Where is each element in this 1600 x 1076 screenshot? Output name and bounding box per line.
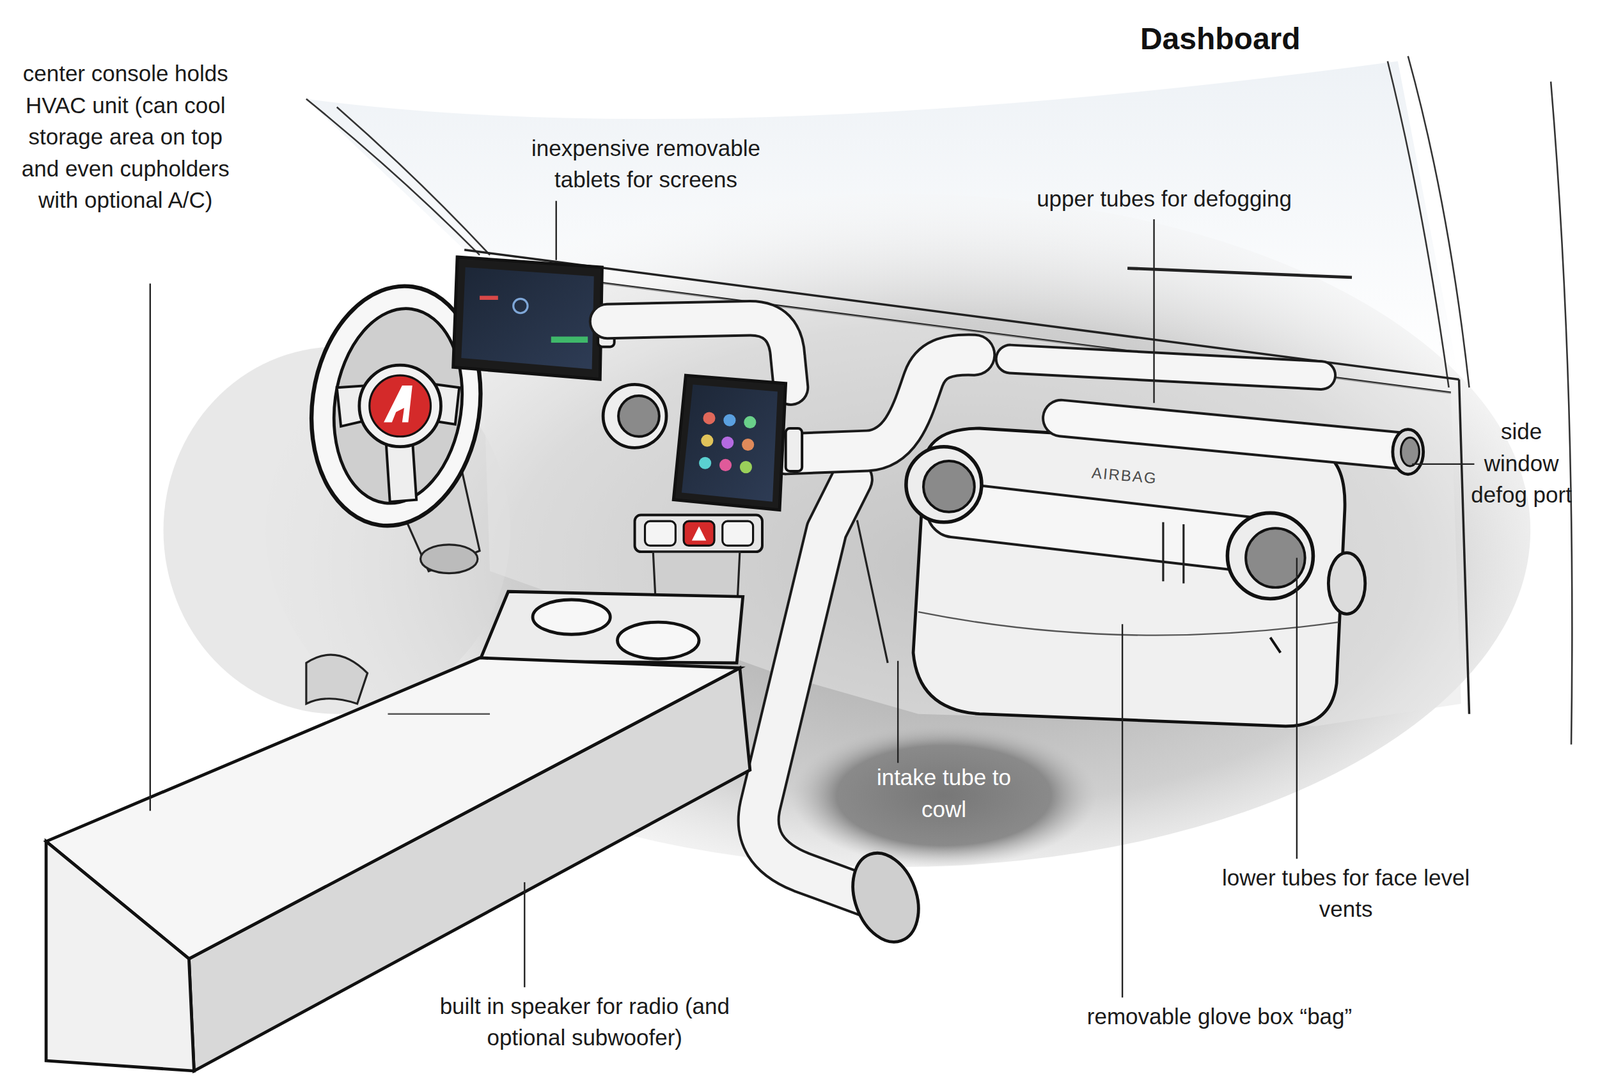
side-tube (1060, 418, 1403, 451)
cupholder-tray (479, 591, 744, 664)
center-console (46, 658, 751, 1072)
diagram-title: Dashboard (1140, 21, 1301, 57)
floor-shadow (791, 724, 1098, 868)
callout-label: removable glove box “bag” (1087, 1000, 1352, 1033)
tube-clamp (1163, 522, 1184, 584)
pillars (306, 56, 1572, 746)
face-tube-outline (954, 510, 1261, 547)
pedal-area (306, 654, 368, 705)
callout-label: intake tube to cowl (872, 761, 1015, 825)
passenger-vent-left (906, 447, 982, 523)
bag-seam (918, 611, 1339, 636)
intake-end (840, 844, 930, 952)
callout-label: side window defog port (1470, 415, 1573, 511)
side-tube-outline (1060, 418, 1403, 451)
intake-tube (758, 479, 898, 909)
bag-zipper (1270, 637, 1281, 653)
intake-support (856, 520, 888, 664)
callout-label: lower tubes for face level vents (1220, 862, 1471, 926)
callout-label: center console holds HVAC unit (can cool… (17, 57, 234, 217)
intake-tube-outline (758, 479, 898, 909)
defog-tube (1010, 359, 1322, 377)
dash-face (479, 267, 1462, 727)
callout-label: inexpensive removable tablets for screen… (500, 132, 792, 196)
center-buttons (635, 515, 763, 552)
callout-label: built in speaker for radio (and optional… (429, 990, 741, 1054)
face-tube (954, 510, 1261, 547)
printed-marking: AIRBAG (1090, 462, 1159, 488)
column-base (420, 544, 478, 574)
left-vent (603, 384, 667, 448)
defog-tube-outline (1010, 359, 1322, 377)
side-defog-port (1392, 429, 1424, 475)
leader-lines (150, 200, 1475, 998)
callout-label: upper tubes for defogging (1036, 182, 1292, 215)
center-tablet (673, 375, 802, 511)
